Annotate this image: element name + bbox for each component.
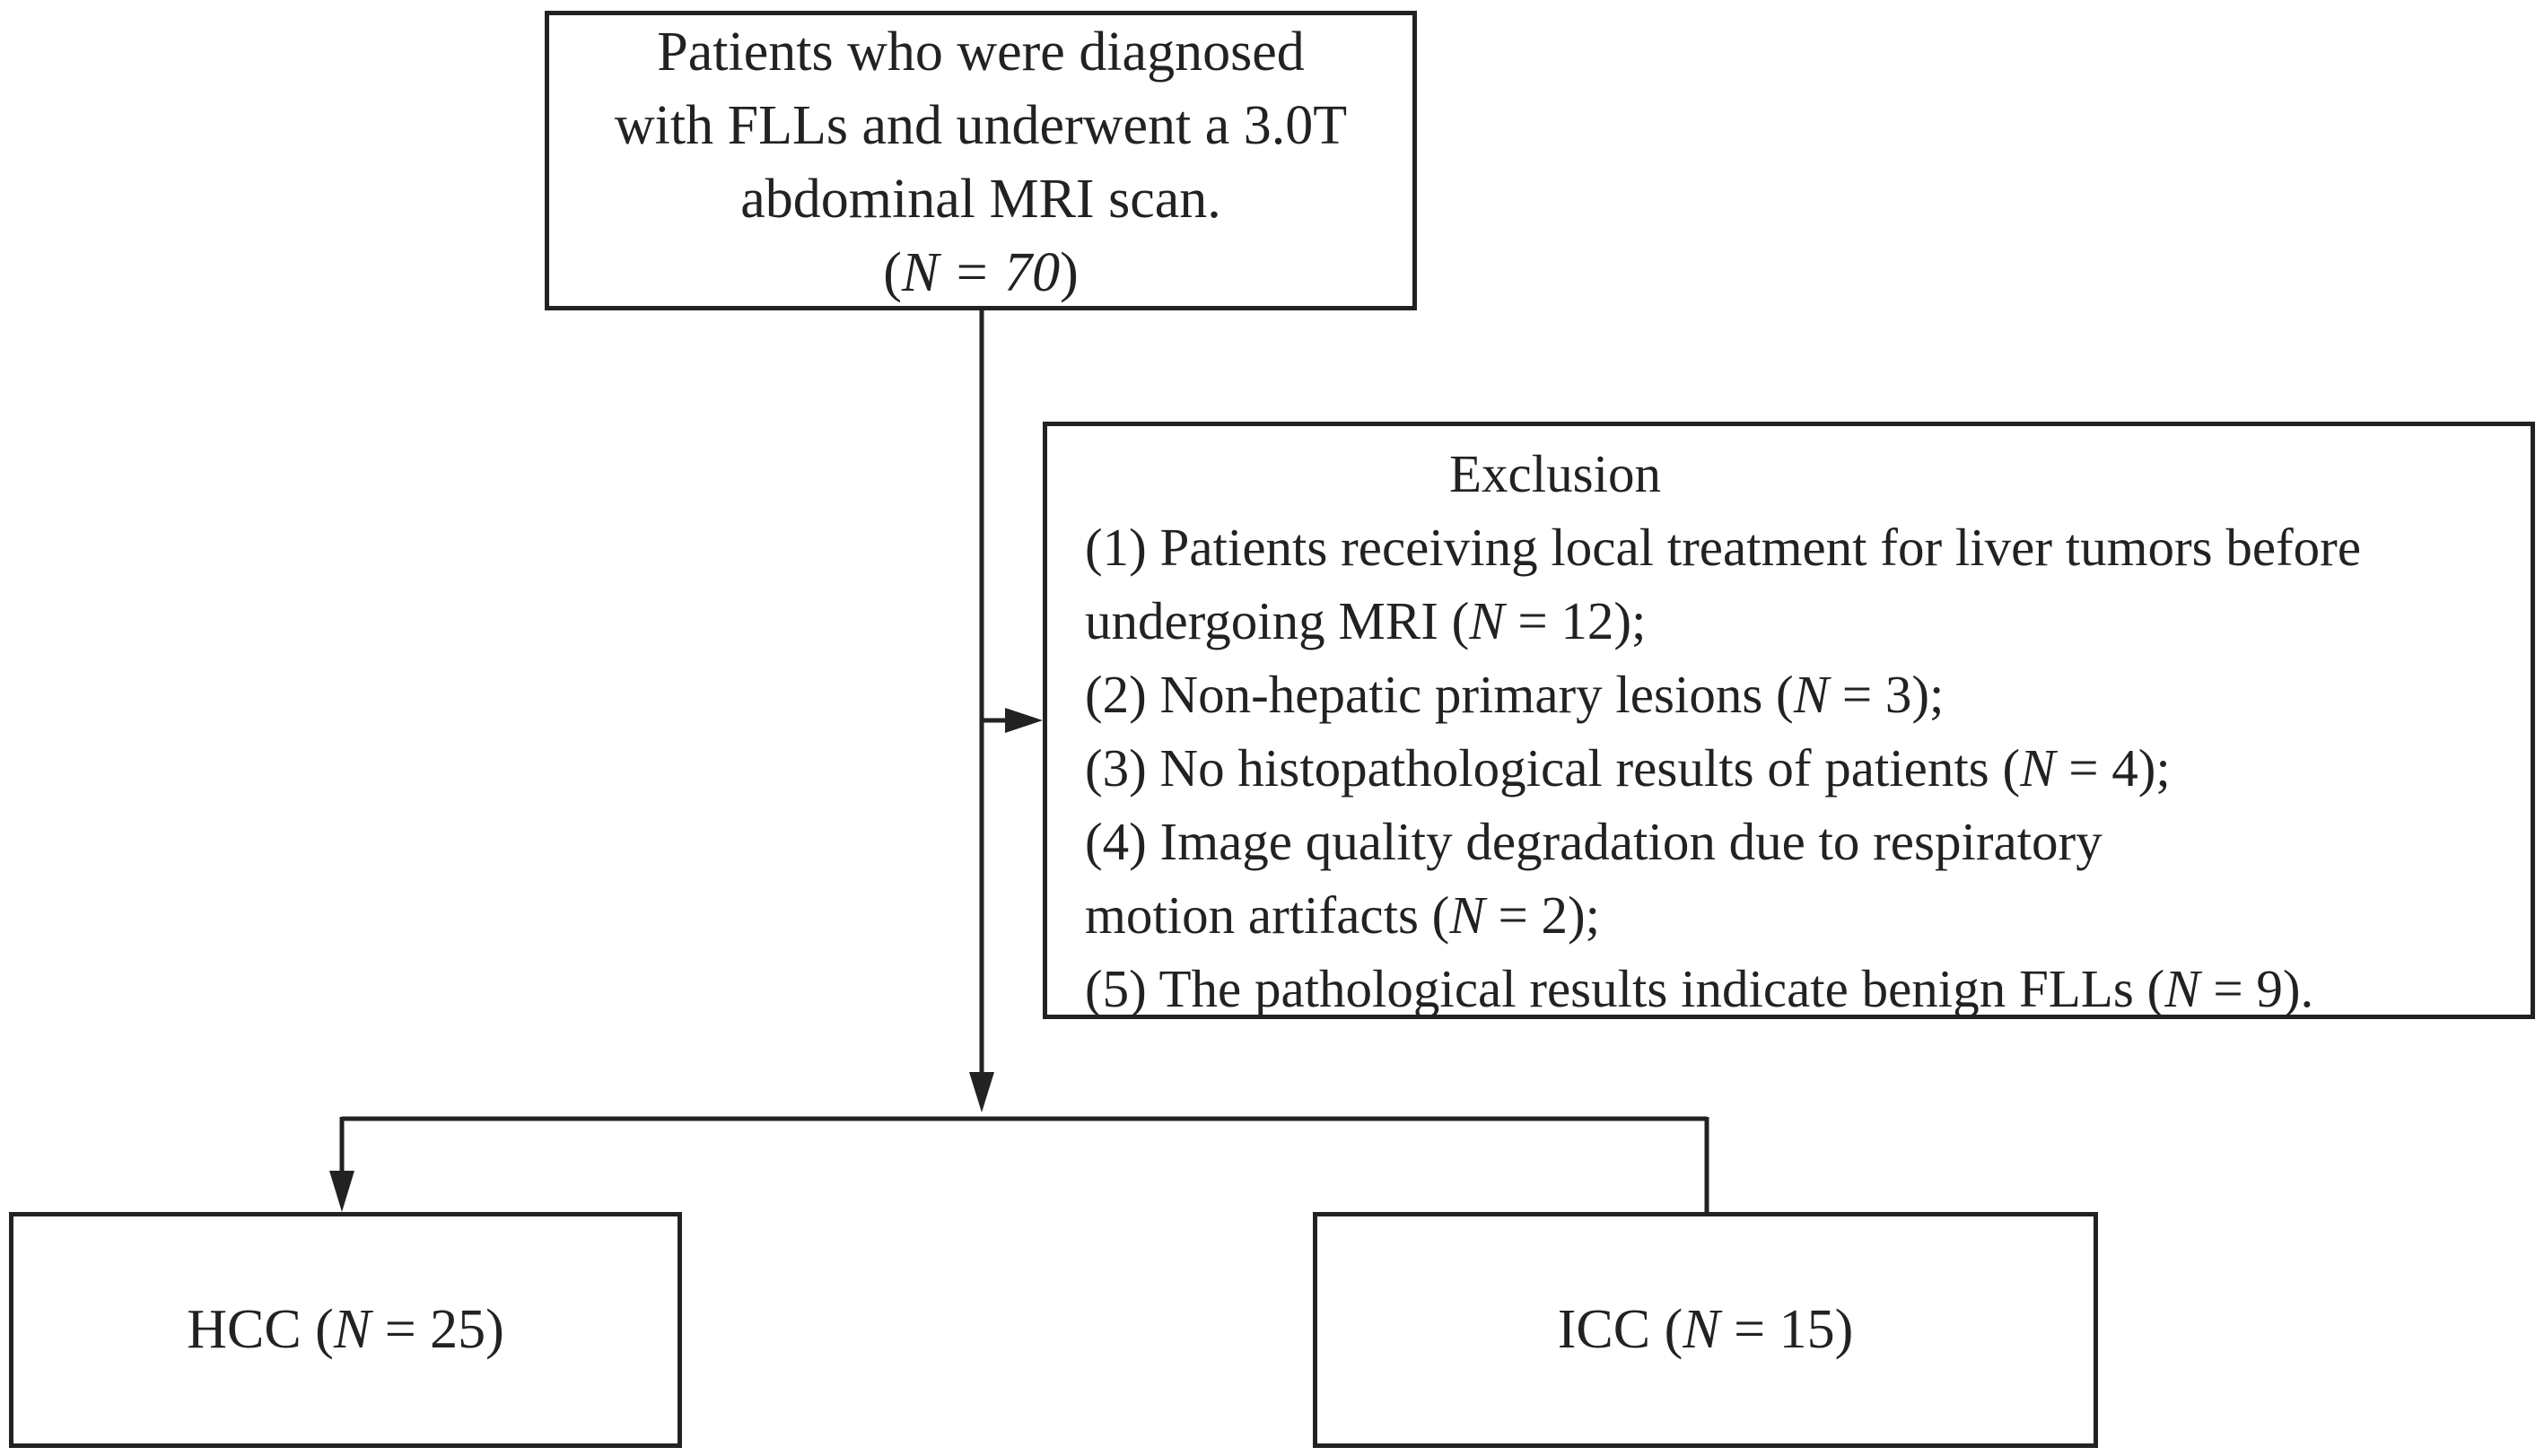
icc-group-label: ICC (N = 15) <box>1557 1299 1854 1360</box>
hcc-group-label: HCC (N = 25) <box>187 1299 504 1360</box>
enrolled-patients-box: Patients who were diagnosed with FLLs an… <box>545 11 1417 310</box>
hcc-arrowhead <box>329 1171 354 1212</box>
enrolled-line-3: abdominal MRI scan. <box>740 169 1221 230</box>
exclusion-arrowhead <box>1005 708 1043 733</box>
exclusion-item-5: (5) The pathological results indicate be… <box>1085 959 2314 1018</box>
exclusion-item-4-cont: motion artifacts (N = 2); <box>1085 885 1601 945</box>
exclusion-item-4: (4) Image quality degradation due to res… <box>1085 812 2103 871</box>
enrolled-line-2: with FLLs and underwent a 3.0T <box>614 95 1348 156</box>
exclusion-box: Exclusion (1) Patients receiving local t… <box>1043 422 2535 1019</box>
exclusion-item-3: (3) No histopathological results of pati… <box>1085 738 2171 798</box>
main-down-arrowhead <box>969 1072 994 1112</box>
enrolled-count: (N = 70) <box>883 242 1079 303</box>
enrolled-count-value: N = 70 <box>901 242 1061 303</box>
exclusion-item-2: (2) Non-hepatic primary lesions (N = 3); <box>1085 665 1945 724</box>
enrolled-line-1: Patients who were diagnosed <box>657 22 1305 83</box>
hcc-group-box: HCC (N = 25) <box>9 1212 682 1448</box>
exclusion-title: Exclusion <box>1449 444 1661 503</box>
icc-group-box: ICC (N = 15) <box>1313 1212 2098 1448</box>
exclusion-item-1: (1) Patients receiving local treatment f… <box>1085 518 2362 577</box>
exclusion-item-1-cont: undergoing MRI (N = 12); <box>1085 591 1647 650</box>
